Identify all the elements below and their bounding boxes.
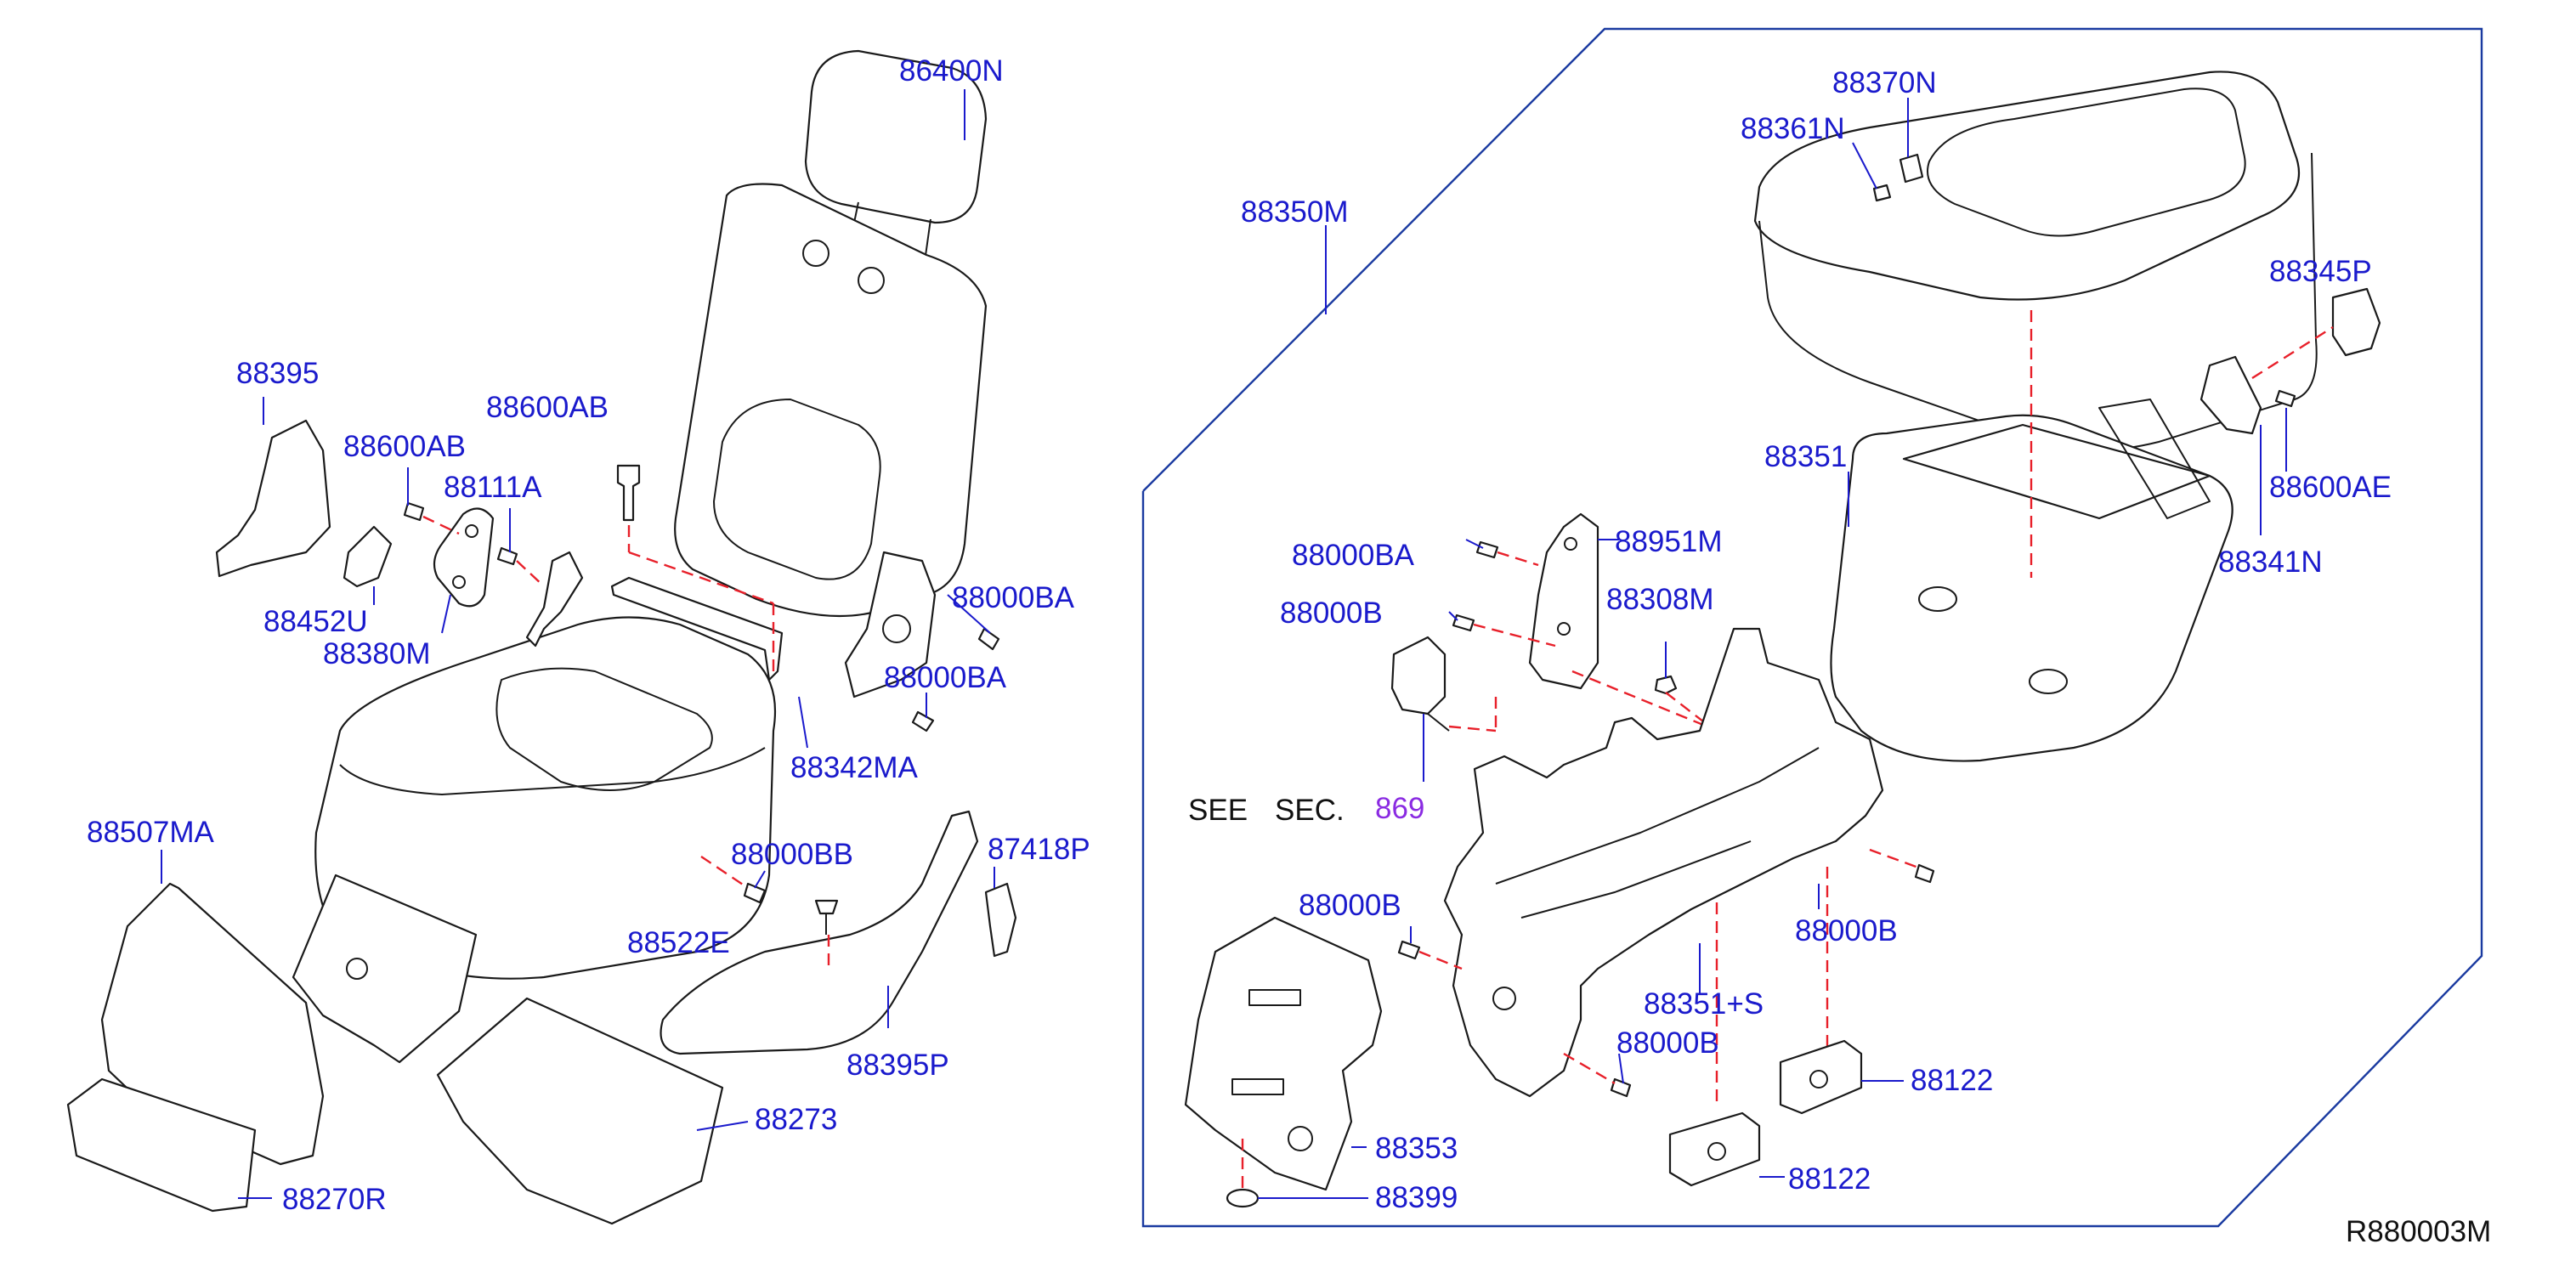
label-88522E[interactable]: 88522E [627,926,730,959]
label-88273[interactable]: 88273 [755,1103,838,1136]
label-88600AB-top[interactable]: 88600AB [486,391,609,424]
diagram-id: R880003M [2346,1215,2492,1248]
cover-88270R[interactable] [66,1077,257,1213]
label-88951M[interactable]: 88951M [1615,525,1723,558]
seat-frame-88351S[interactable] [1443,627,1884,1098]
label-88345P[interactable]: 88345P [2269,255,2372,288]
label-88000BA-1[interactable]: 88000BA [952,581,1075,614]
bolt-88000B-left[interactable] [1397,940,1463,970]
label-88395[interactable]: 88395 [236,357,320,390]
leg-cover-88122-b[interactable] [1668,1111,1761,1187]
label-88000B-4[interactable]: 88000B [1616,1026,1719,1060]
label-88350M[interactable]: 88350M [1241,195,1349,229]
armrest-88395P[interactable] [660,810,979,1055]
label-88111A[interactable]: 88111A [444,471,542,504]
bolt-88600AB-small[interactable] [403,501,545,587]
label-86400N[interactable]: 86400N [899,54,1004,88]
label-88000BA-3[interactable]: 88000BA [1292,539,1415,572]
tag-88361N[interactable] [1872,184,1892,202]
recliner-88000BA[interactable] [844,551,1000,732]
label-88351S[interactable]: 88351+S [1644,987,1764,1021]
label-88000BA-2[interactable]: 88000BA [884,661,1007,694]
label-88342MA[interactable]: 88342MA [790,751,918,784]
label-88600AB[interactable]: 88600AB [343,430,467,463]
label-88308M[interactable]: 88308M [1606,583,1714,616]
cover-88452U[interactable] [343,525,393,588]
label-88399[interactable]: 88399 [1375,1181,1458,1214]
label-88380M[interactable]: 88380M [323,637,431,670]
cover-88273[interactable] [436,997,724,1225]
leg-cover-88122-a[interactable] [1779,1039,1863,1115]
see-sec-ref-link[interactable]: 869 [1375,792,1425,825]
tag-88370N[interactable] [1899,153,1924,184]
label-88270R[interactable]: 88270R [282,1183,387,1216]
group-frame [1141,27,2483,1228]
label-87418P[interactable]: 87418P [988,833,1090,866]
bolt-88000BA-right[interactable] [1452,540,1499,632]
bolt-88600AB[interactable] [616,464,641,522]
bolt-88000B-right[interactable] [1914,863,1935,884]
label-88000B-2[interactable]: 88000B [1299,889,1401,922]
label-88351[interactable]: 88351 [1764,440,1848,473]
trim-88507MA[interactable] [100,882,325,1166]
arm-88111A[interactable] [525,551,584,647]
buckle-869[interactable] [1390,636,1450,732]
label-88507MA[interactable]: 88507MA [87,816,214,849]
see-sec-prefix: SEE [1188,794,1248,827]
seat-cushion-88351[interactable] [1753,71,2318,762]
label-88600AE[interactable]: 88600AE [2269,471,2392,504]
label-88452U[interactable]: 88452U [263,605,368,638]
label-88370N[interactable]: 88370N [1832,66,1937,99]
bolt-88000B-lower[interactable] [1563,1052,1632,1098]
label-88395P[interactable]: 88395P [846,1049,949,1082]
seatback[interactable] [674,183,988,618]
bracket-88342MA[interactable] [610,525,784,681]
bracket-88395[interactable] [215,419,331,578]
link-88380M[interactable] [433,507,495,608]
label-88341N[interactable]: 88341N [2218,546,2323,579]
bracket-88341N[interactable] [2200,355,2262,435]
leader-lines [161,89,2287,1199]
bolt-88522E[interactable] [814,899,839,969]
label-88361N[interactable]: 88361N [1741,112,1845,145]
label-88353[interactable]: 88353 [1375,1132,1458,1165]
label-88000BB[interactable]: 88000BB [731,838,854,871]
cover-88353[interactable] [1184,916,1383,1191]
see-sec-middle: SEC. [1275,794,1345,827]
bracket-88951M[interactable] [1528,512,1599,690]
bolt-88000BB[interactable] [700,856,767,904]
seat-frame-left[interactable] [292,874,478,1064]
label-88000B-3[interactable]: 88000B [1795,914,1898,947]
nut-88308M[interactable] [1654,675,1678,695]
label-88122-1[interactable]: 88122 [1911,1064,1994,1097]
label-88122-2[interactable]: 88122 [1788,1162,1871,1196]
cover-88345P[interactable] [2331,287,2381,357]
label-88000B-1[interactable]: 88000B [1280,597,1383,630]
bolt-88600AE[interactable] [2274,389,2296,408]
cover-87418P[interactable] [984,882,1017,958]
